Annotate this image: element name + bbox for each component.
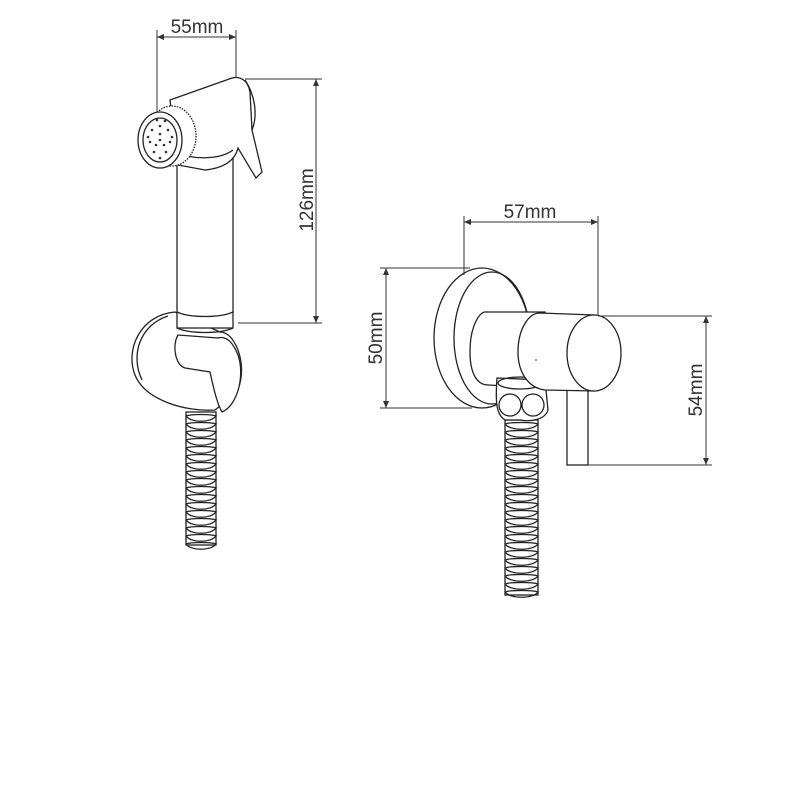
hand-sprayer: 55mm 126mm <box>131 17 322 550</box>
nozzle-hole <box>158 132 162 136</box>
hose-coil <box>504 541 540 550</box>
dimension-label-57: 57mm <box>504 202 557 223</box>
hose-coil <box>504 477 540 486</box>
hose-coil <box>185 413 218 422</box>
valve-lever <box>566 384 589 466</box>
hose-coil <box>504 565 540 574</box>
dimension-label-50: 50mm <box>366 312 387 365</box>
hose-coil <box>185 501 218 510</box>
nozzle-hole <box>150 128 154 132</box>
nozzle-hole <box>152 150 156 154</box>
nozzle-hole <box>164 150 168 154</box>
hose-coil <box>185 493 218 502</box>
hose-coil <box>185 453 218 462</box>
nozzle-hole <box>168 140 172 144</box>
hose-coil <box>185 469 218 478</box>
hose-coil <box>185 421 218 430</box>
sprayer-hose <box>185 411 218 550</box>
holder-clip <box>174 334 242 413</box>
hose-coil <box>185 445 218 454</box>
hose-coil <box>504 461 540 470</box>
hose-coil <box>504 429 540 438</box>
nozzle-hole <box>158 124 162 128</box>
hose-coil <box>185 485 218 494</box>
nozzle-hole <box>146 135 150 139</box>
hose-coil <box>504 581 540 590</box>
hose-coil <box>185 477 218 486</box>
valve-hose <box>504 419 540 598</box>
nozzle-hole <box>148 140 152 144</box>
hose-coil <box>504 469 540 478</box>
dimension-label-126: 126mm <box>297 168 318 231</box>
hose-coil <box>185 541 218 550</box>
hose-coil <box>185 509 218 518</box>
hose-coil <box>185 517 218 526</box>
hose-coil <box>185 525 218 534</box>
hose-coil <box>185 533 218 542</box>
hose-coil <box>504 533 540 542</box>
hose-coil <box>504 445 540 454</box>
hose-coil <box>185 461 218 470</box>
hose-coil <box>504 557 540 566</box>
nozzle-hole <box>155 118 159 122</box>
nozzle-hole <box>158 138 162 142</box>
hose-coil <box>504 549 540 558</box>
nozzle-hole <box>162 143 166 147</box>
nozzle-hole <box>170 135 174 139</box>
wall-valve: 57mm 50mm 54mm <box>366 202 712 598</box>
hose-coil <box>504 485 540 494</box>
hose-coil <box>504 453 540 462</box>
hose-coil <box>504 573 540 582</box>
hose-coil <box>504 437 540 446</box>
hose-coil <box>504 517 540 526</box>
hose-coil <box>504 421 540 430</box>
nozzle-hole <box>154 143 158 147</box>
hose-coil <box>504 509 540 518</box>
nozzle-hole <box>166 128 170 132</box>
nozzle-hole <box>163 119 167 123</box>
hose-coil <box>504 501 540 510</box>
hose-coil <box>185 437 218 446</box>
nozzle-holes <box>146 118 174 160</box>
hose-coil <box>504 493 540 502</box>
dimension-label-54: 54mm <box>686 364 707 417</box>
hose-coil <box>185 429 218 438</box>
nozzle-hole <box>158 156 162 160</box>
dimension-label-55: 55mm <box>171 17 224 38</box>
sprayer-head-body <box>169 76 263 180</box>
sprayer-handle <box>176 149 234 329</box>
hose-coil <box>504 525 540 534</box>
hose-coil <box>504 589 540 598</box>
